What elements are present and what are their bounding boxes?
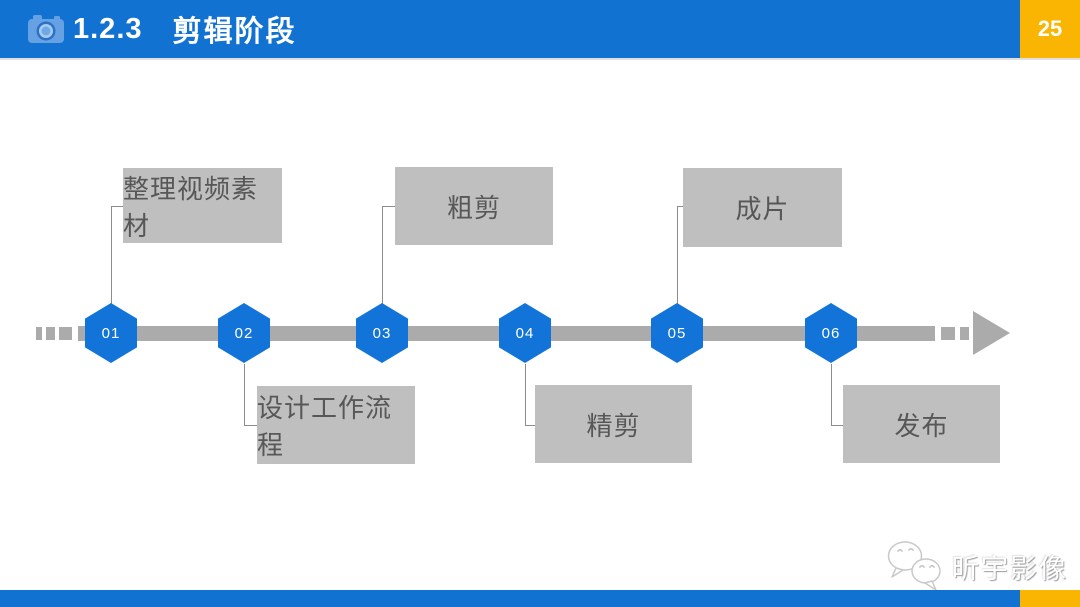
- footer-bar: [0, 590, 1020, 607]
- top-bar: 1.2.3 剪辑阶段 25: [0, 0, 1080, 58]
- stage-label-box-05: 成片: [683, 168, 842, 247]
- watermark: 昕宇影像: [884, 538, 1068, 594]
- stage-label-box-02: 设计工作流程: [257, 386, 415, 464]
- stage-label-box-06: 发布: [843, 385, 1000, 463]
- timeline-dash: [941, 327, 955, 340]
- wechat-chat-bubbles-icon: [887, 541, 941, 591]
- timeline-node-05: 05: [651, 303, 703, 363]
- timeline-dash: [960, 327, 969, 340]
- header: 1.2.3 剪辑阶段: [0, 0, 1020, 58]
- camera-icon: [28, 15, 64, 43]
- timeline-node-04: 04: [499, 303, 551, 363]
- connector-node-05: [677, 206, 684, 305]
- connector-node-02: [244, 364, 258, 426]
- timeline-dash: [59, 327, 72, 340]
- connector-node-01: [111, 206, 124, 305]
- page-title: 剪辑阶段: [172, 16, 297, 48]
- connector-node-04: [525, 364, 536, 426]
- stage-label-box-04: 精剪: [535, 385, 692, 463]
- footer-accent: [1020, 590, 1080, 607]
- timeline-node-06: 06: [805, 303, 857, 363]
- timeline-arrowhead-icon: [973, 311, 1010, 355]
- page-number-badge: 25: [1020, 0, 1080, 58]
- connector-node-03: [382, 206, 396, 305]
- section-number: 1.2.3: [73, 12, 143, 45]
- stage-label-box-03: 粗剪: [395, 167, 553, 245]
- connector-node-06: [831, 364, 844, 426]
- watermark-text: 昕宇影像: [952, 553, 1068, 584]
- timeline-node-01: 01: [85, 303, 137, 363]
- stage-label-box-01: 整理视频素材: [123, 168, 282, 243]
- timeline-dash: [46, 327, 55, 340]
- timeline-dash: [36, 327, 42, 340]
- timeline-node-02: 02: [218, 303, 270, 363]
- timeline-node-03: 03: [356, 303, 408, 363]
